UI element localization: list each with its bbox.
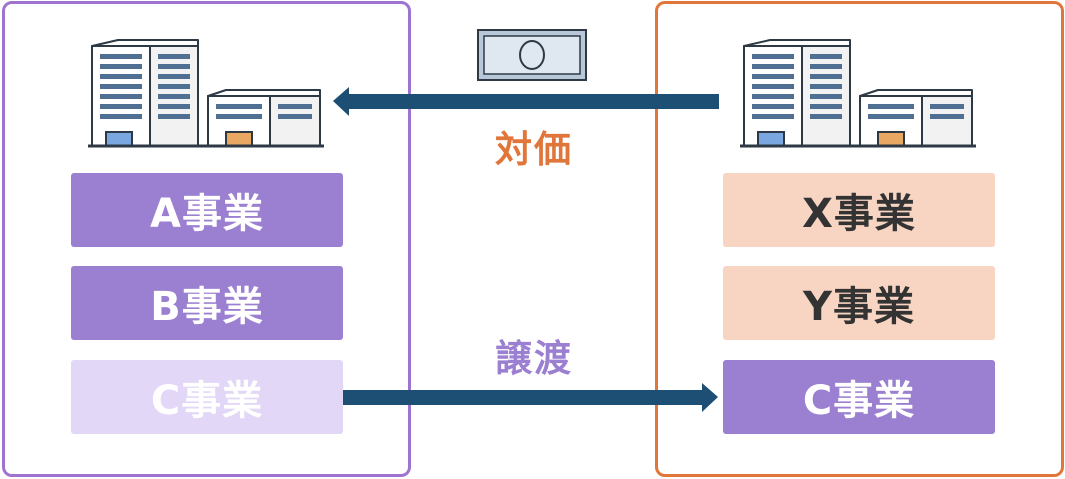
business-x-card: X事業 xyxy=(723,173,995,247)
business-c-acquired-card: C事業 xyxy=(723,360,995,434)
office-buildings-icon xyxy=(88,39,324,148)
business-b-card: B事業 xyxy=(71,266,343,340)
business-a-card: A事業 xyxy=(71,173,343,247)
business-c-acquired-label: C事業 xyxy=(802,378,916,424)
business-y-card: Y事業 xyxy=(723,266,995,340)
payment-label: 対価 xyxy=(495,128,573,171)
business-a-label: A事業 xyxy=(150,191,264,237)
business-b-label: B事業 xyxy=(150,284,264,330)
transfer-label: 譲渡 xyxy=(495,337,573,380)
business-c-transferred-card: C事業 xyxy=(71,360,343,434)
business-y-label: Y事業 xyxy=(803,284,915,330)
business-c-transferred-label: C事業 xyxy=(150,378,264,424)
banknote-icon xyxy=(477,29,587,81)
arrow-right-icon xyxy=(343,383,718,412)
arrow-left-icon xyxy=(333,87,719,116)
business-x-label: X事業 xyxy=(802,191,916,237)
office-buildings-icon xyxy=(740,39,976,148)
